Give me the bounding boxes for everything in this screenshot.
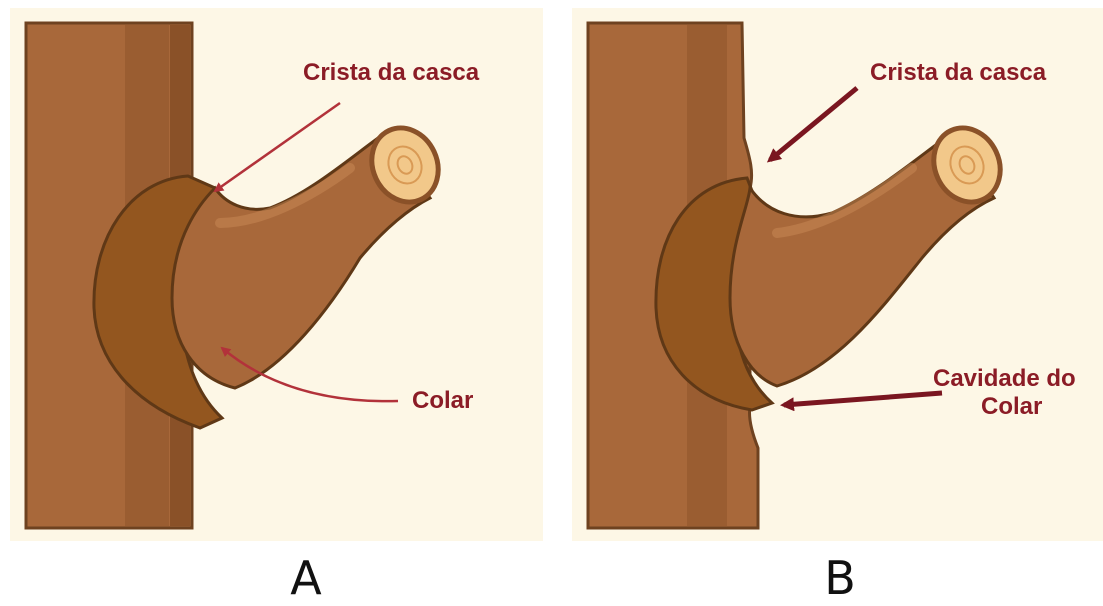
pruning-illustration-b [572, 8, 1103, 541]
collar-cavity-arrow [784, 393, 942, 405]
diagram-panel-b: Crista da casca Cavidade do Colar [572, 8, 1103, 541]
collar-cavity-label-line1: Cavidade do [933, 366, 1076, 392]
pruning-illustration-a [10, 8, 543, 541]
panel-letter-b: B [810, 553, 870, 603]
bark-ridge-label: Crista da casca [303, 60, 479, 86]
diagram-panel-a: Crista da casca Colar [10, 8, 543, 541]
bark-ridge-arrow [770, 88, 857, 160]
collar-label: Colar [412, 388, 473, 414]
bark-ridge-label: Crista da casca [870, 60, 1046, 86]
collar-cavity-label-line2: Colar [981, 394, 1042, 420]
panel-letter-a: A [276, 553, 336, 603]
bark-ridge-arrow [215, 103, 340, 191]
